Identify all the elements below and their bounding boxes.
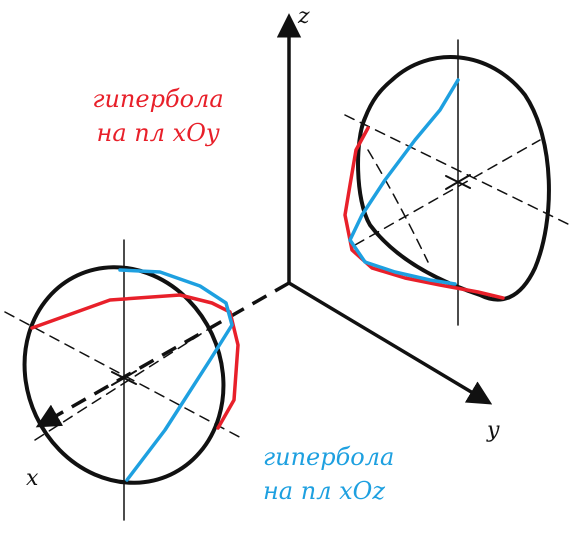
caption-xoz-line1: гипербола (263, 443, 395, 471)
right-inner-dashed-curve (367, 149, 429, 263)
right-sheet (343, 39, 571, 326)
y-axis-label: y (487, 418, 500, 443)
caption-xoy: гипербола на пл xOy (78, 82, 238, 150)
left-red-hyperbola (30, 293, 240, 430)
right-horizontal-guide (344, 114, 571, 226)
left-sheet (4, 239, 246, 521)
right-blue-hyperbola (348, 78, 460, 286)
left-horizontal-guide (4, 311, 246, 441)
y-axis (288, 281, 493, 405)
x-axis-label: x (26, 466, 39, 491)
x-axis-dashed (35, 281, 290, 428)
left-center-cross-b (111, 370, 137, 386)
left-ellipse (22, 265, 226, 485)
right-ellipse (356, 55, 551, 302)
coordinate-axes (35, 13, 493, 428)
left-diag-guide (34, 324, 216, 441)
right-diag-guide (354, 139, 541, 246)
left-blue-hyperbola (118, 268, 234, 482)
z-axis-label: z (298, 4, 310, 29)
caption-xoz-line2: на пл xOz (263, 477, 385, 505)
caption-xoy-line2: на пл xOy (96, 119, 220, 147)
caption-xoy-line1: гипербола (92, 85, 224, 113)
right-center-cross-b (445, 174, 471, 190)
caption-backdrop (240, 60, 300, 160)
caption-xoz: гипербола на пл xOz (263, 440, 463, 508)
